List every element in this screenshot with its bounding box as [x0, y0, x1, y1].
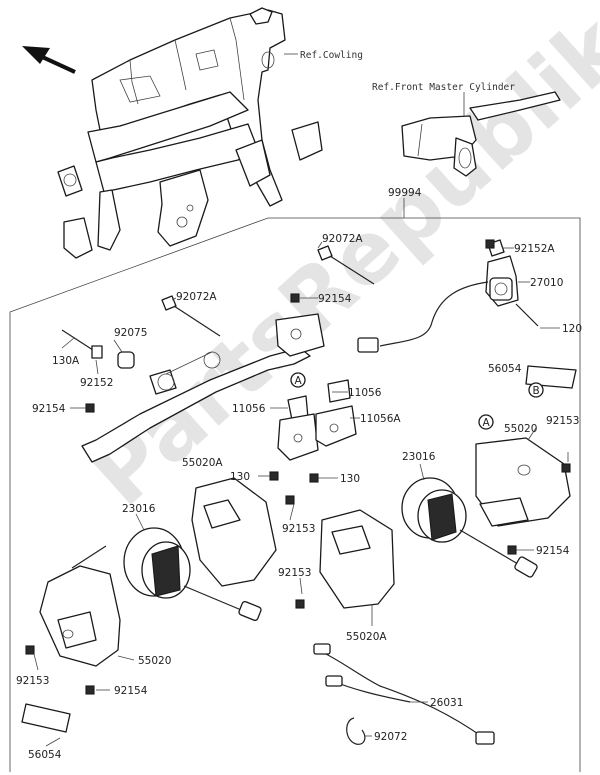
fasteners	[25, 239, 571, 695]
switch-assembly	[357, 239, 539, 353]
callout-92152A: 92152A	[514, 243, 555, 255]
bracket-bar	[61, 313, 325, 463]
front-direction-arrow-icon	[22, 46, 76, 74]
left-lamp-assembly	[39, 477, 277, 667]
callout-92154-top: 92154	[318, 293, 352, 305]
right-lamp-assembly	[319, 437, 571, 609]
callout-23016-right: 23016	[402, 451, 436, 463]
part-callouts: 92072A 92152A 27010 120 92072A 92154 130…	[16, 233, 582, 761]
callout-92072A-left: 92072A	[176, 291, 217, 303]
callout-130A: 130A	[52, 355, 80, 367]
connection-markers: A A B	[290, 372, 544, 430]
callout-130-left: 130	[230, 471, 250, 483]
callout-55020-left: 55020	[138, 655, 171, 667]
callout-92072: 92072	[374, 731, 407, 743]
assembly-number-label: 99994	[388, 187, 422, 199]
marker-a-lamp: A	[483, 417, 491, 429]
callout-11056A: 11056A	[360, 413, 401, 425]
cowling-stay-frame	[57, 7, 323, 259]
cable-tie-top	[317, 245, 375, 285]
callout-92154-left: 92154	[32, 403, 66, 415]
marker-b-reflector: B	[533, 385, 540, 397]
callout-11056-a: 11056	[348, 387, 382, 399]
wiring-harness	[313, 643, 495, 745]
reflectors	[21, 365, 577, 733]
callout-92072A-top: 92072A	[322, 233, 363, 245]
callout-23016-left: 23016	[122, 503, 156, 515]
callout-92154-right: 92154	[536, 545, 570, 557]
callout-92152: 92152	[80, 377, 113, 389]
callout-55020-right: 55020	[504, 423, 537, 435]
callout-120: 120	[562, 323, 582, 335]
marker-a-bracket: A	[295, 375, 303, 387]
callout-92153-mid: 92153	[282, 523, 315, 535]
callout-55020A-bottom: 55020A	[346, 631, 387, 643]
callout-56054-right: 56054	[488, 363, 522, 375]
callout-56054-left: 56054	[28, 749, 62, 761]
callout-92153-left: 92153	[16, 675, 49, 687]
callout-55020A-top: 55020A	[182, 457, 223, 469]
leader-lines	[33, 53, 569, 747]
callout-26031: 26031	[430, 697, 463, 709]
callout-27010: 27010	[530, 277, 563, 289]
ref-front-master-cylinder-label: Ref.Front Master Cylinder	[372, 82, 515, 93]
callout-130-right: 130	[340, 473, 360, 485]
front-master-cylinder	[401, 91, 561, 177]
callout-92153-right: 92153	[546, 415, 579, 427]
callout-92153-center: 92153	[278, 567, 311, 579]
assembly-boundary	[9, 198, 581, 772]
small-brackets	[277, 379, 357, 461]
ref-cowling-label: Ref.Cowling	[300, 50, 363, 61]
callout-92075: 92075	[114, 327, 147, 339]
callout-92154-bottom: 92154	[114, 685, 148, 697]
callout-11056-b: 11056	[232, 403, 266, 415]
